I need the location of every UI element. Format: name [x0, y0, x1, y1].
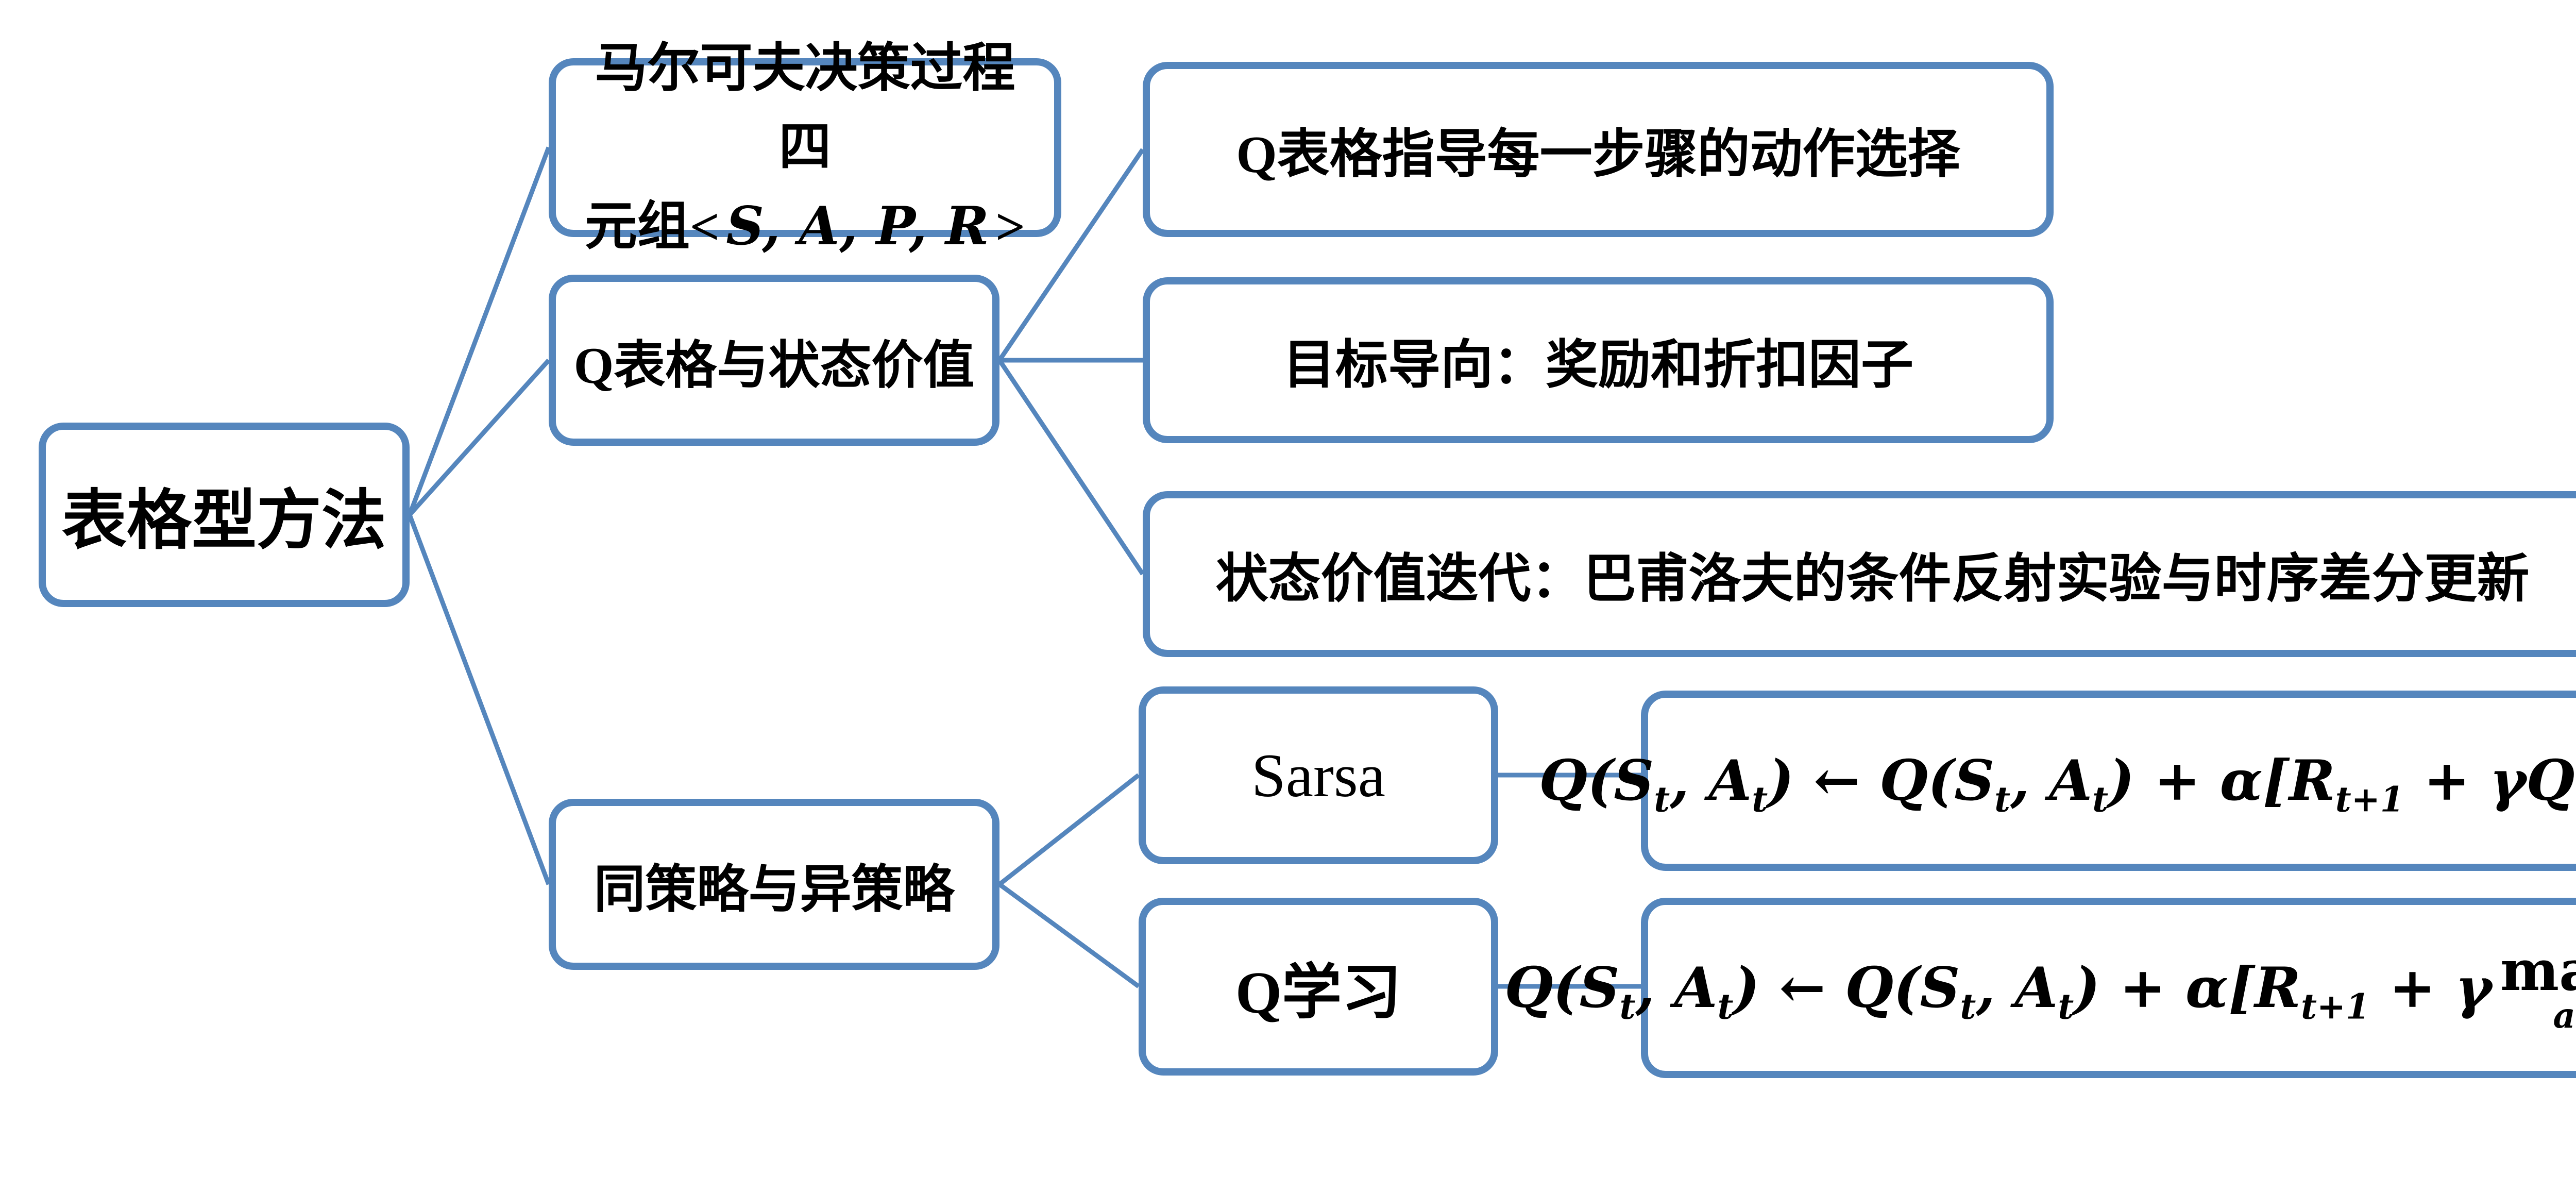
- node-qtable-label: Q表格与状态价值: [573, 337, 975, 394]
- node-root-tabular-methods: 表格型方法: [39, 423, 410, 607]
- node-mdp-label: 马尔可夫决策过程四 元组<S, A, P, R>: [570, 29, 1040, 266]
- max-operator-stack: max a: [2500, 943, 2576, 1033]
- node-qtable-action-selection: Q表格指导每一步骤的动作选择: [1143, 62, 2054, 237]
- node-qlearning-label: Q学习: [1235, 960, 1402, 1026]
- node-on-off-policy: 同策略与异策略: [549, 799, 999, 970]
- node-mdp-tuple: 马尔可夫决策过程四 元组<S, A, P, R>: [549, 40, 1061, 257]
- connector-policy-qlearn: [998, 882, 1140, 988]
- connector-qtable-vi: [997, 359, 1145, 576]
- qlearning-equation-prefix: Q(St, At) ← Q(St, At) + α[Rt+1 + γ: [1504, 955, 2492, 1027]
- connector-root-policy: [407, 514, 551, 885]
- node-qtable-state-value: Q表格与状态价值: [549, 275, 999, 446]
- node-mdp-label-line1: 马尔可夫决策过程四: [595, 39, 1015, 177]
- connector-policy-sarsa: [998, 773, 1140, 886]
- node-policy-label: 同策略与异策略: [594, 861, 955, 918]
- connector-qtable-guide: [997, 148, 1145, 362]
- node-qlearning: Q学习: [1139, 898, 1498, 1076]
- node-root-label: 表格型方法: [62, 485, 386, 557]
- max-operator-subscript: a: [2553, 995, 2575, 1036]
- node-goal-oriented: 目标导向：奖励和折扣因子: [1143, 277, 2054, 443]
- node-guide-label: Q表格指导每一步骤的动作选择: [1236, 125, 1960, 184]
- node-sarsa: Sarsa: [1139, 686, 1498, 864]
- node-qlearning-update-formula: Q(St, At) ← Q(St, At) + α[Rt+1 + γ max a…: [1504, 898, 2576, 1078]
- node-sarsa-label: Sarsa: [1251, 741, 1385, 810]
- node-goal-label: 目标导向：奖励和折扣因子: [1283, 336, 1913, 395]
- connector-root-mdp: [407, 146, 551, 516]
- node-mdp-label-line2: 元组<S, A, P, R>: [584, 195, 1026, 257]
- connector-root-qtable: [408, 358, 551, 517]
- mdp-tuple-variables: S, A, P, R: [726, 195, 989, 257]
- node-state-value-iteration: 状态价值迭代：巴甫洛夫的条件反射实验与时序差分更新: [1143, 491, 2576, 657]
- node-sarsa-update-formula: Q(St, At) ← Q(St, At) + α[Rt+1 + γQ(St+1…: [1539, 691, 2576, 871]
- max-operator: max: [2500, 938, 2576, 1003]
- node-vi-label: 状态价值迭代：巴甫洛夫的条件反射实验与时序差分更新: [1215, 550, 2530, 609]
- sarsa-update-equation: Q(St, At) ← Q(St, At) + α[Rt+1 + γQ(St+1…: [1539, 748, 2576, 820]
